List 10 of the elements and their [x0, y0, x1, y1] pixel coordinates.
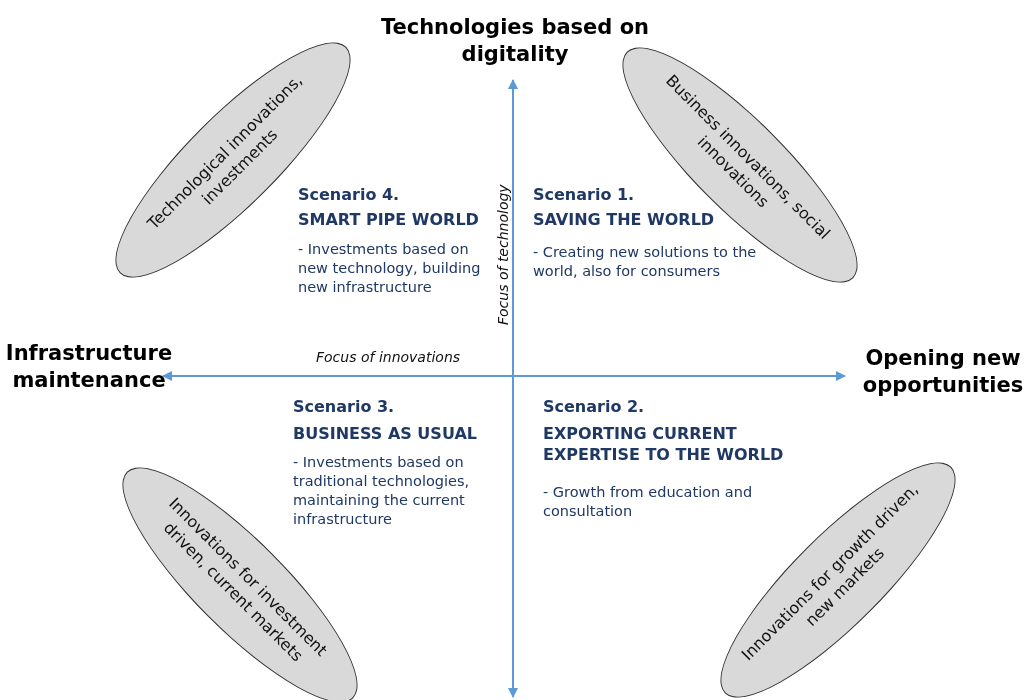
- scenario-heading: Scenario 2.: [543, 397, 646, 418]
- axis-label: Focus of technology: [494, 184, 512, 325]
- scenario-description: - Investments based on traditional technologies, maintaining the current infrastructure: [293, 453, 471, 529]
- axis-pole-label: Opening new opportunities: [861, 345, 1025, 400]
- scenario-heading: EXPORTING CURRENT EXPERTISE TO THE WORLD: [543, 424, 785, 466]
- scenario-description: - Growth from education and consultation: [543, 483, 754, 521]
- axis-label: Focus of innovations: [316, 348, 462, 367]
- scenario-heading: BUSINESS AS USUAL: [293, 424, 478, 445]
- scenario-heading: Scenario 3.: [293, 397, 396, 418]
- axis-pole-label: Infrastructure maintenance: [4, 340, 174, 395]
